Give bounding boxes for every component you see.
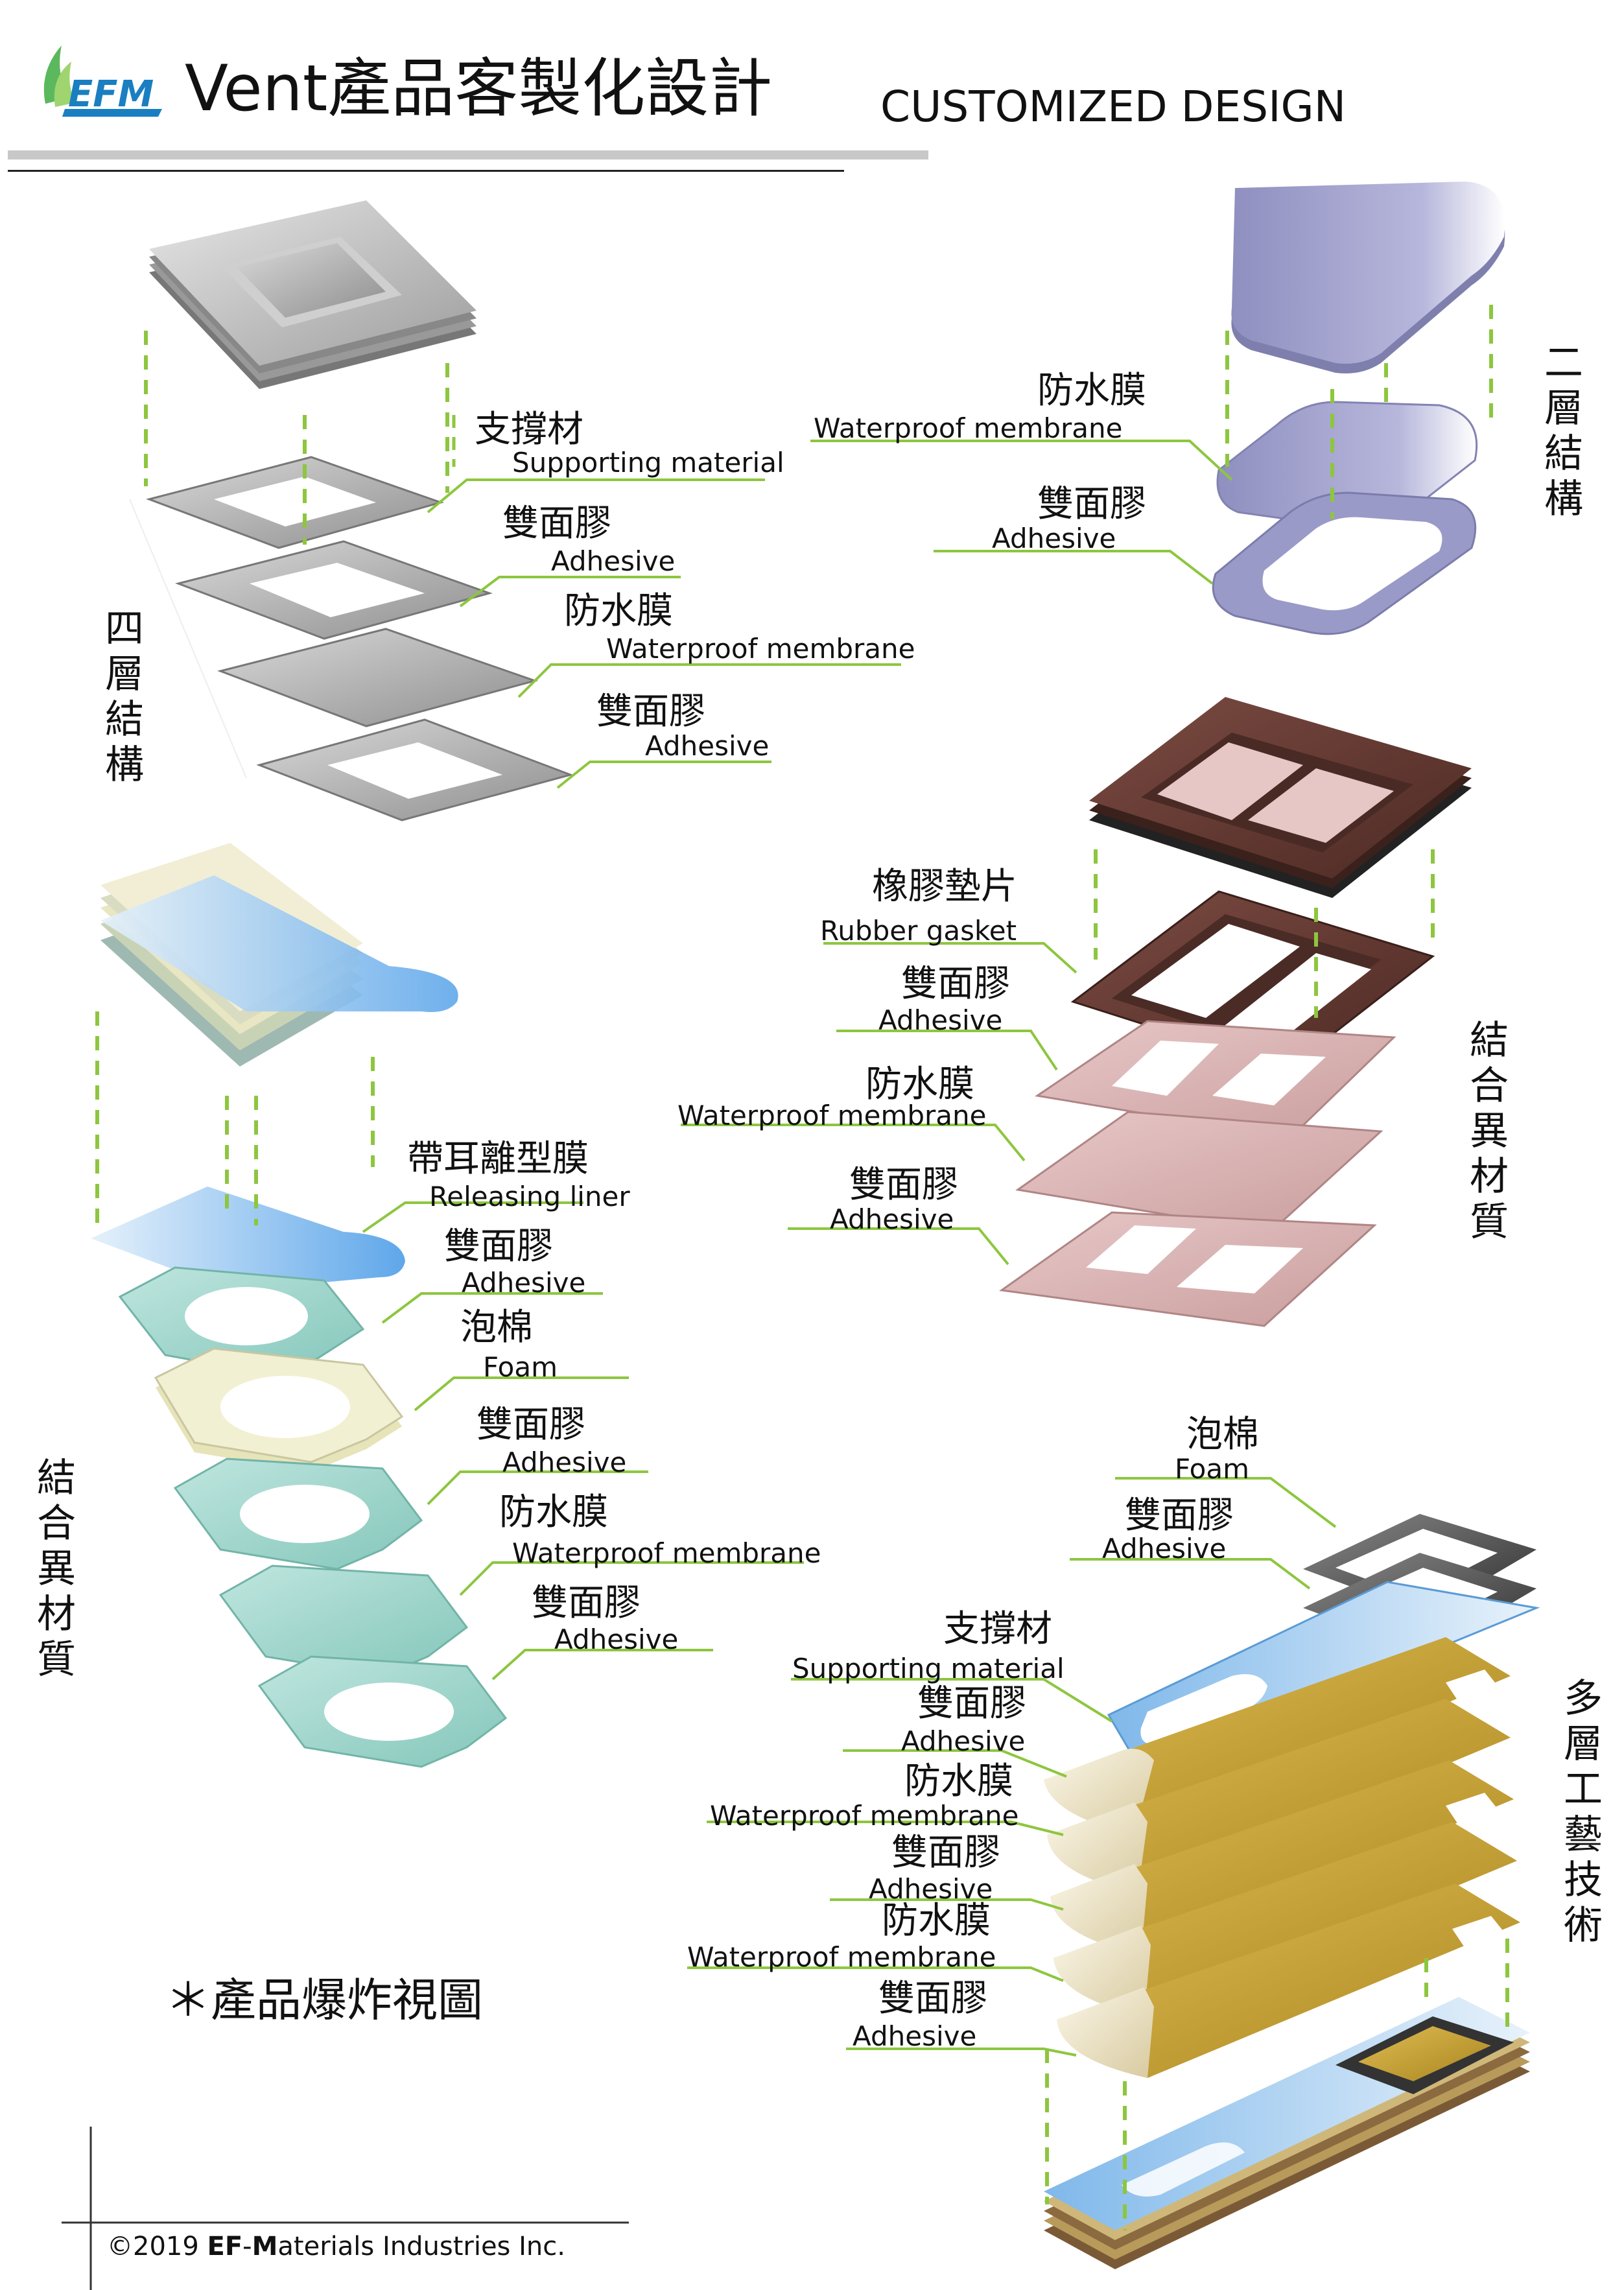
hetero-left-assembled (100, 843, 458, 1067)
hetero-left-label-zh-4: 雙面膠 (477, 1407, 585, 1443)
company-rest: aterials Industries Inc. (277, 2232, 565, 2261)
footer-copyright: ©2019 EF-Materials Industries Inc. (107, 2234, 565, 2260)
four-layer-adhesive-1 (178, 541, 489, 639)
hetero-left-adhesive-3 (259, 1657, 506, 1767)
logo-text: EFM (68, 77, 154, 113)
multi-layer-label-zh-1: 泡棉 (1186, 1417, 1259, 1453)
hetero-right-label-zh-1: 橡膠墊片 (872, 869, 1017, 905)
exploded-view-note: ＊產品爆炸視圖 (165, 1977, 483, 2023)
multi-layer-label-en-7: Waterproof membrane (687, 1944, 996, 1971)
two-layer-label-en-1: Waterproof membrane (814, 415, 1122, 442)
hetero-right-diagram (681, 697, 1472, 1326)
company-bold-2: M (252, 2232, 278, 2261)
hetero-left-label-zh-5: 防水膜 (499, 1494, 608, 1531)
four-layer-adhesive-2 (259, 720, 571, 820)
multi-layer-label-zh-4: 雙面膠 (917, 1686, 1026, 1722)
four-layer-supporting (149, 457, 441, 548)
company-bold-1: EF (207, 2232, 243, 2261)
hetero-right-assembled (1089, 697, 1472, 898)
header-rule-thin (8, 170, 844, 172)
four-layer-label-en-2: Adhesive (551, 548, 675, 575)
four-layer-label-zh-3: 防水膜 (564, 593, 673, 630)
hetero-left-label-en-2: Adhesive (462, 1269, 585, 1297)
page-title: Vent產品客製化設計 (185, 57, 772, 121)
multi-layer-label-en-5: Waterproof membrane (710, 1802, 1018, 1830)
two-layer-diagram (810, 182, 1505, 634)
multi-layer-diagram (687, 1478, 1536, 2269)
multi-layer-label-en-1: Foam (1175, 1456, 1249, 1483)
multi-layer-label-zh-8: 雙面膠 (878, 1981, 987, 2017)
two-layer-side-title: 二層結構 (1543, 340, 1584, 522)
four-layer-side-title: 四層結構 (104, 606, 145, 788)
two-layer-label-zh-2: 雙面膠 (1037, 486, 1146, 523)
hetero-left-label-zh-6: 雙面膠 (532, 1585, 641, 1622)
four-layer-label-en-4: Adhesive (645, 733, 769, 760)
two-layer-assembled (1231, 182, 1505, 373)
hetero-right-adhesive-2 (1002, 1212, 1374, 1326)
multi-layer-label-en-8: Adhesive (853, 2023, 976, 2050)
hetero-right-label-zh-2: 雙面膠 (901, 966, 1010, 1002)
multi-layer-label-en-4: Adhesive (901, 1728, 1025, 1755)
four-layer-membrane (220, 629, 535, 726)
hetero-left-label-en-1: Releasing liner (429, 1183, 630, 1210)
hetero-right-label-zh-3: 防水膜 (865, 1067, 974, 1103)
page-subtitle: CUSTOMIZED DESIGN (880, 86, 1346, 128)
hetero-left-side-title: 結合異材質 (36, 1456, 77, 1682)
two-layer-label-en-2: Adhesive (992, 525, 1116, 552)
four-layer-label-zh-4: 雙面膠 (596, 694, 705, 730)
four-layer-label-en-3: Waterproof membrane (606, 635, 915, 663)
four-layer-label-zh-2: 雙面膠 (502, 506, 611, 542)
company-dash: - (242, 2232, 252, 2261)
header-rule-thick (8, 150, 928, 159)
multi-layer-label-en-2: Adhesive (1102, 1535, 1226, 1563)
multi-layer-label-en-3: Supporting material (792, 1655, 1065, 1682)
hetero-left-adhesive-2 (175, 1459, 421, 1569)
four-layer-label-zh-1: 支撐材 (475, 412, 583, 448)
hetero-right-label-en-2: Adhesive (878, 1007, 1002, 1034)
hetero-left-label-en-3: Foam (483, 1354, 558, 1381)
multi-layer-label-zh-6: 雙面膠 (891, 1835, 1000, 1871)
multi-layer-label-zh-3: 支撐材 (943, 1611, 1052, 1647)
four-layer-label-en-1: Supporting material (512, 449, 784, 477)
multi-layer-label-en-6: Adhesive (869, 1876, 993, 1903)
multi-layer-label-zh-2: 雙面膠 (1125, 1498, 1234, 1534)
hetero-left-label-en-6: Adhesive (554, 1626, 678, 1653)
multi-layer-side-title: 多層工藝技術 (1562, 1676, 1604, 1948)
hetero-left-label-zh-2: 雙面膠 (444, 1229, 553, 1265)
copyright-prefix: ©2019 (107, 2232, 207, 2261)
hetero-right-membrane (1018, 1112, 1381, 1232)
hetero-left-label-en-4: Adhesive (502, 1449, 626, 1476)
hetero-left-label-zh-1: 帶耳離型膜 (407, 1141, 589, 1177)
hetero-left-foam (156, 1349, 402, 1472)
hetero-right-label-zh-4: 雙面膠 (849, 1167, 958, 1203)
hetero-right-label-en-4: Adhesive (830, 1206, 954, 1233)
multi-layer-label-zh-7: 防水膜 (882, 1903, 991, 1939)
two-layer-label-zh-1: 防水膜 (1037, 373, 1146, 409)
hetero-left-label-zh-3: 泡棉 (460, 1310, 533, 1346)
hetero-right-side-title: 結合異材質 (1468, 1018, 1510, 1245)
hetero-right-label-en-3: Waterproof membrane (677, 1102, 986, 1129)
hetero-left-label-en-5: Waterproof membrane (512, 1540, 821, 1567)
hetero-left-diagram (91, 843, 804, 1767)
four-layer-assembled (149, 200, 477, 389)
multi-layer-label-zh-5: 防水膜 (904, 1764, 1013, 1800)
hetero-right-label-en-1: Rubber gasket (820, 917, 1017, 945)
